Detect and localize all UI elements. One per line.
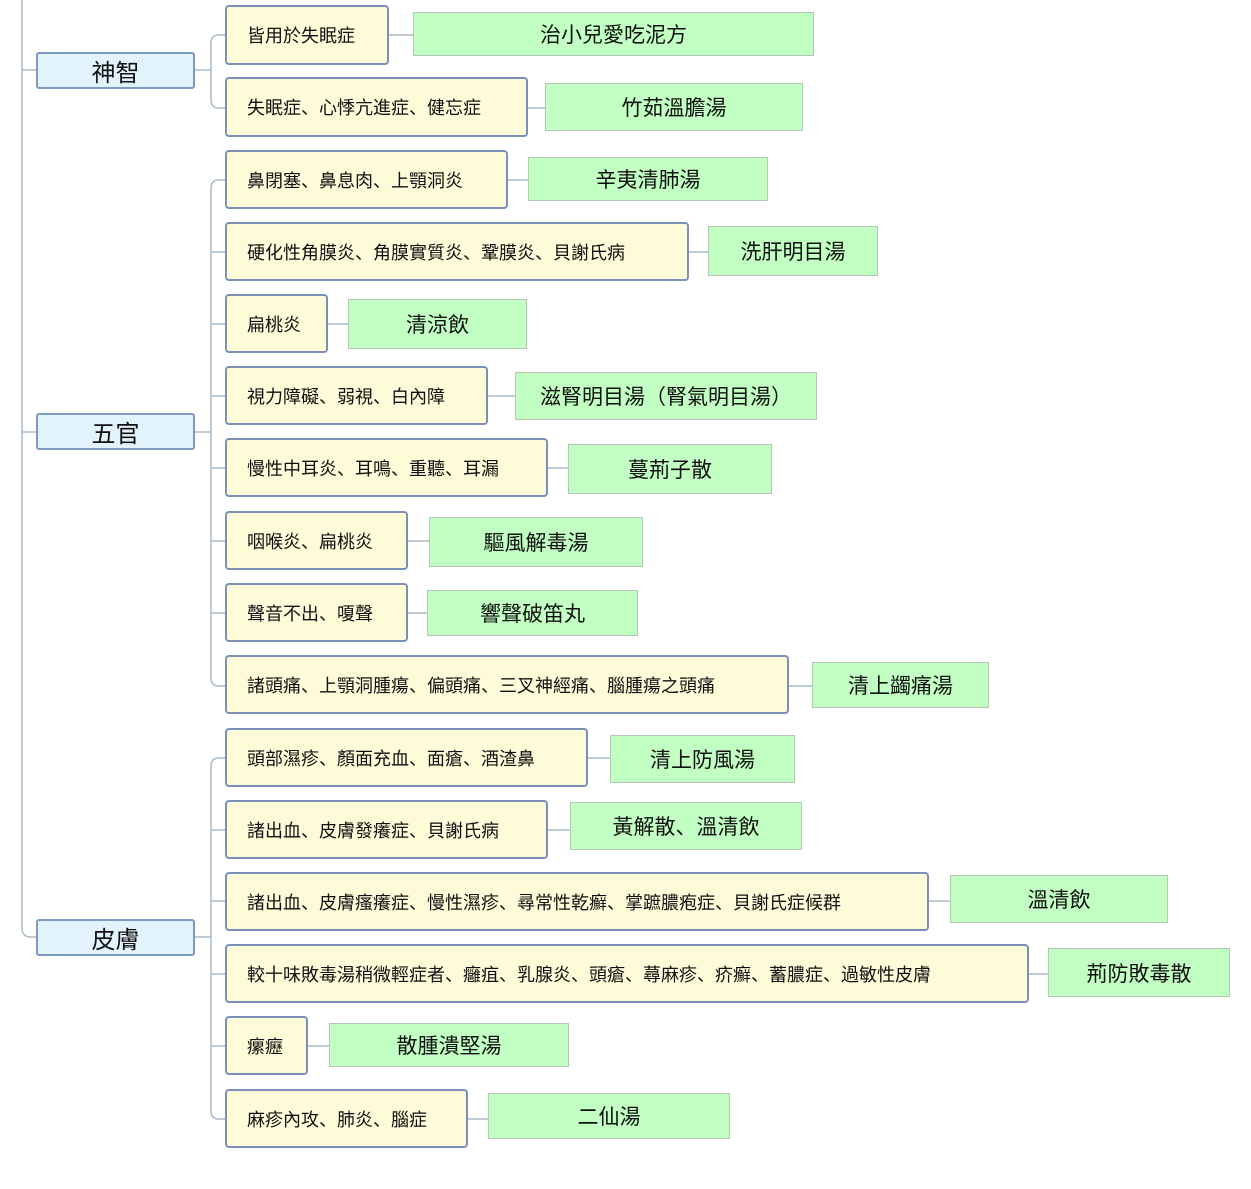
condition-node[interactable]: 諸出血、皮膚瘙癢症、慢性濕疹、尋常性乾癬、掌蹠膿疱症、貝謝氏症候群 — [225, 872, 929, 931]
formula-node[interactable]: 清涼飲 — [348, 299, 527, 349]
formula-node[interactable]: 溫清飲 — [950, 875, 1168, 923]
condition-node[interactable]: 扁桃炎 — [225, 294, 328, 353]
condition-node[interactable]: 鼻閉塞、鼻息肉、上顎洞炎 — [225, 150, 508, 209]
condition-node[interactable]: 聲音不出、嗄聲 — [225, 583, 408, 642]
formula-node[interactable]: 荊防敗毒散 — [1048, 948, 1230, 997]
condition-node[interactable]: 較十味敗毒湯稍微輕症者、癰疽、乳腺炎、頭瘡、蕁麻疹、疥癬、蓄膿症、過敏性皮膚 — [225, 944, 1029, 1003]
condition-node[interactable]: 慢性中耳炎、耳鳴、重聽、耳漏 — [225, 438, 548, 497]
formula-node[interactable]: 清上蠲痛湯 — [812, 662, 989, 708]
condition-node[interactable]: 失眠症、心悸亢進症、健忘症 — [225, 77, 528, 137]
condition-node[interactable]: 咽喉炎、扁桃炎 — [225, 511, 408, 570]
formula-node[interactable]: 驅風解毒湯 — [429, 517, 643, 567]
formula-node[interactable]: 滋腎明目湯（腎氣明目湯） — [515, 372, 817, 420]
condition-node[interactable]: 皆用於失眠症 — [225, 5, 389, 65]
condition-node[interactable]: 瘰癧 — [225, 1016, 308, 1075]
condition-node[interactable]: 頭部濕疹、顏面充血、面瘡、酒渣鼻 — [225, 728, 588, 787]
formula-node[interactable]: 響聲破笛丸 — [427, 590, 638, 636]
formula-node[interactable]: 清上防風湯 — [610, 735, 795, 783]
condition-node[interactable]: 視力障礙、弱視、白內障 — [225, 366, 488, 425]
formula-node[interactable]: 蔓荊子散 — [568, 444, 772, 494]
category-node-shenzhi[interactable]: 神智 — [36, 52, 195, 89]
formula-node[interactable]: 洗肝明目湯 — [708, 226, 878, 276]
category-node-pifu[interactable]: 皮膚 — [36, 919, 195, 956]
category-node-wuguan[interactable]: 五官 — [36, 413, 195, 450]
condition-node[interactable]: 硬化性角膜炎、角膜實質炎、鞏膜炎、貝謝氏病 — [225, 222, 689, 281]
formula-node[interactable]: 辛夷清肺湯 — [528, 157, 768, 201]
condition-node[interactable]: 麻疹內攻、肺炎、腦症 — [225, 1089, 468, 1148]
formula-node[interactable]: 二仙湯 — [488, 1093, 730, 1139]
condition-node[interactable]: 諸出血、皮膚發癢症、貝謝氏病 — [225, 800, 548, 859]
formula-node[interactable]: 竹茹溫膽湯 — [545, 83, 803, 131]
condition-node[interactable]: 諸頭痛、上顎洞腫瘍、偏頭痛、三叉神經痛、腦腫瘍之頭痛 — [225, 655, 789, 714]
formula-node[interactable]: 黃解散、溫清飲 — [570, 802, 802, 850]
formula-node[interactable]: 治小兒愛吃泥方 — [413, 12, 814, 56]
formula-node[interactable]: 散腫潰堅湯 — [329, 1023, 569, 1067]
